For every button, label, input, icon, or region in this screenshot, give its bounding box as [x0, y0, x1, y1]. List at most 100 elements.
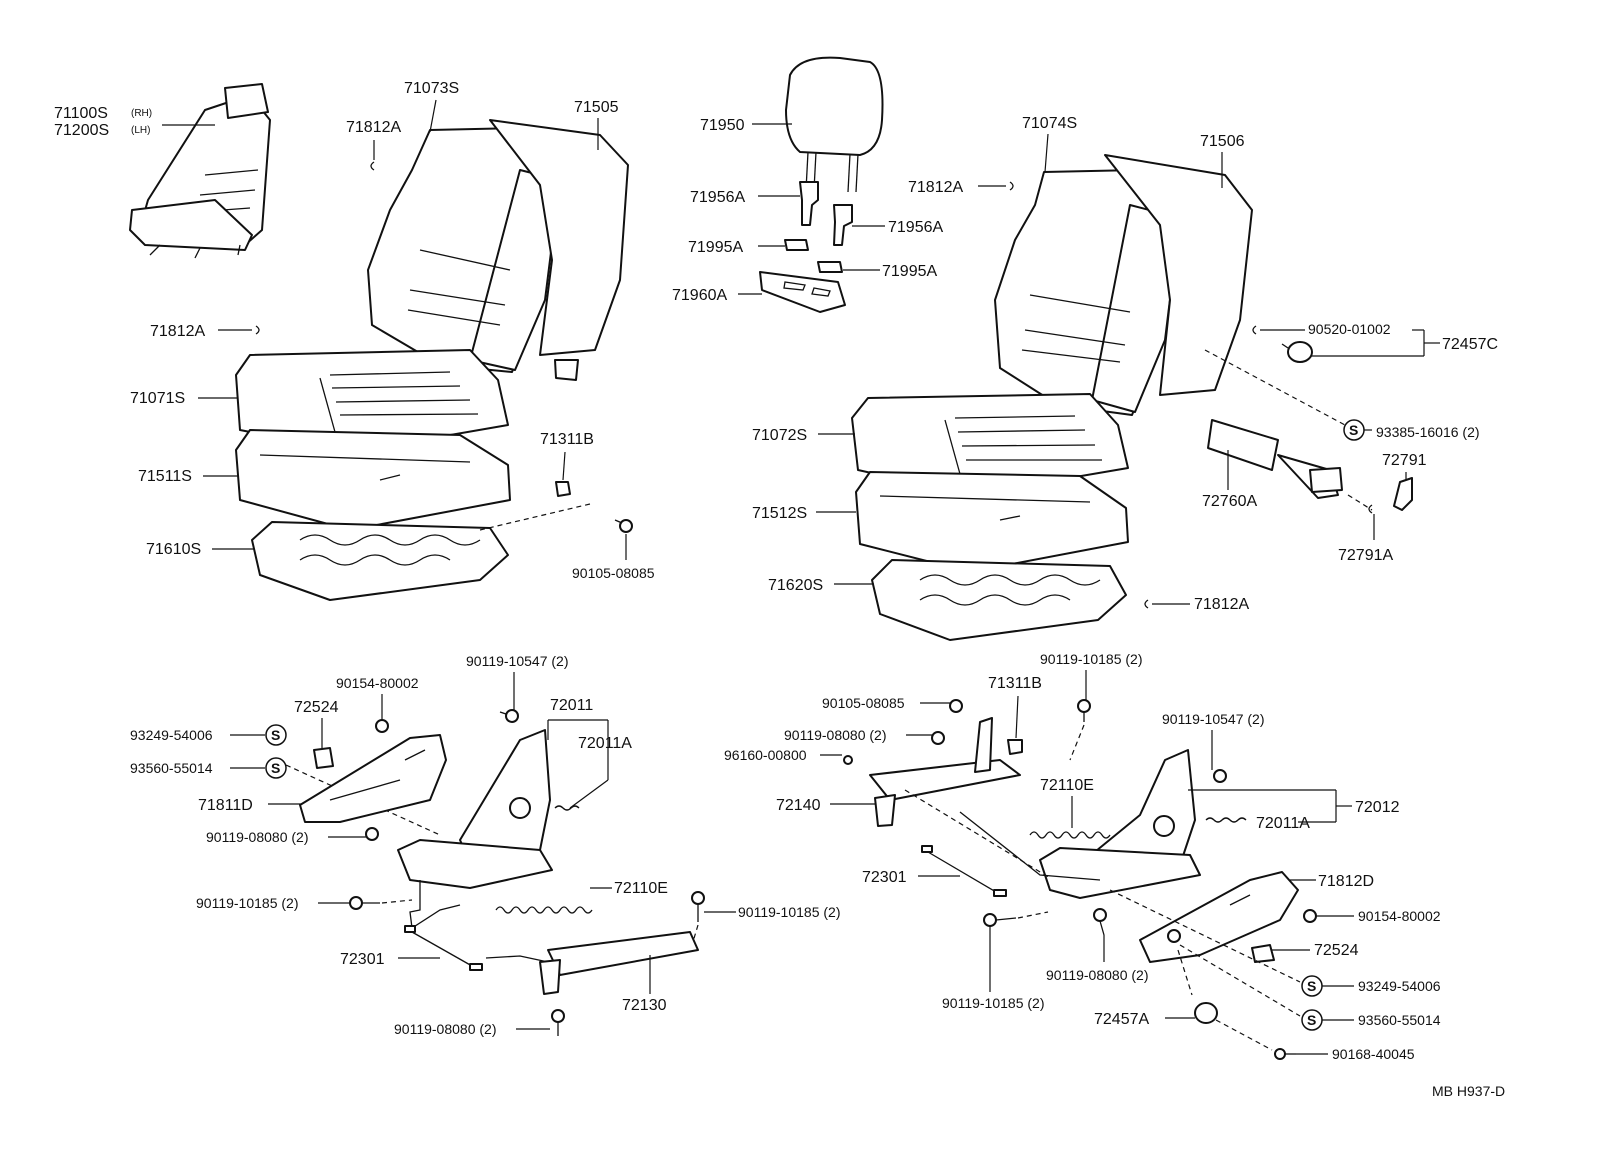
label-96160-00800: 96160-00800 [724, 747, 807, 763]
bolt-90119-10185-right-top [1077, 699, 1091, 722]
recliner-cover-71811D [299, 734, 447, 823]
svg-text:S: S [1349, 422, 1358, 438]
bolt-90119-08080-right-b [1093, 908, 1107, 936]
label-71995A-1: 71995A [688, 239, 743, 256]
label-72011A-1: 72011A [578, 735, 632, 752]
label-72524-2: 72524 [1314, 942, 1359, 959]
label-90119-10547-2: 90119-10547 (2) [1162, 711, 1264, 727]
bolt-90105-08085-right [949, 699, 963, 713]
label-72110E-2: 72110E [1040, 777, 1094, 794]
label-72524-1: 72524 [294, 699, 339, 716]
svg-text:S: S [1307, 1012, 1316, 1028]
label-71512S: 71512S [752, 505, 807, 522]
label-90520-01002: 90520-01002 [1308, 321, 1391, 337]
label-71950: 71950 [700, 117, 745, 134]
label-71812A-4: 71812A [1194, 596, 1249, 613]
bolt-90119-08080-left [365, 827, 379, 841]
label-72011A-2: 72011A [1256, 815, 1310, 832]
label-72130: 72130 [622, 997, 667, 1014]
label-90154-80002-2: 90154-80002 [1358, 908, 1441, 924]
s-symbol-93560-right: S [1301, 1009, 1323, 1031]
label-71811D: 71811D [198, 797, 253, 814]
label-71071S: 71071S [130, 390, 185, 407]
label-90168-40045: 90168-40045 [1332, 1046, 1415, 1062]
label-71995A-2: 71995A [882, 263, 937, 280]
label-72760A: 72760A [1202, 493, 1257, 510]
headrest-support-71956A-right [833, 204, 853, 246]
label-90154-80002-1: 90154-80002 [336, 675, 419, 691]
recliner-72011 [397, 729, 553, 930]
seat-cushion-frame-right [871, 559, 1127, 641]
clip-71995A-left [784, 239, 809, 251]
label-93385-16016: 93385-16016 (2) [1376, 424, 1480, 440]
svg-text:S: S [271, 760, 280, 776]
bolt-90154-80002-left [375, 719, 389, 733]
label-72301-1: 72301 [340, 951, 385, 968]
label-90119-10547-1: 90119-10547 (2) [466, 653, 568, 669]
label-93249-54006-2: 93249-54006 [1358, 978, 1441, 994]
s-symbol-93560-left: S [265, 757, 287, 779]
bolt-90119-08080-left-b [551, 1009, 565, 1036]
headrest [785, 56, 884, 193]
label-93560-55014-2: 93560-55014 [1358, 1012, 1441, 1028]
label-71100S: 71100S [54, 105, 108, 122]
headrest-bezel-71960A [759, 271, 846, 313]
label-lh: (LH) [131, 125, 150, 136]
svg-text:S: S [1307, 978, 1316, 994]
label-90119-08080-4: 90119-08080 (2) [1046, 967, 1148, 983]
label-90119-10185-1: 90119-10185 (2) [196, 895, 298, 911]
s-symbol-93249-left: S [265, 724, 287, 746]
part-72524-left [313, 747, 334, 769]
cable-72301-left [404, 925, 483, 971]
label-90105-08085-1: 90105-08085 [572, 565, 655, 581]
label-90119-10185-4: 90119-10185 (2) [942, 995, 1044, 1011]
seatback-cover-right [994, 169, 1181, 416]
label-72110E-1: 72110E [614, 880, 668, 897]
seat-cushion-pad-left [235, 429, 511, 531]
label-72140: 72140 [776, 797, 821, 814]
label-90119-10185-3: 90119-10185 (2) [1040, 651, 1142, 667]
label-71311B-2: 71311B [988, 675, 1042, 692]
bolt-90154-80002-right [1303, 909, 1317, 923]
label-93560-55014-1: 93560-55014 [130, 760, 213, 776]
label-71200S: 71200S [54, 122, 109, 139]
label-90119-08080-2: 90119-08080 (2) [394, 1021, 496, 1037]
label-72011: 72011 [550, 697, 593, 714]
label-72457C: 72457C [1442, 336, 1498, 353]
recliner-knob-72457C [1281, 341, 1313, 363]
label-71311B-1: 71311B [540, 431, 594, 448]
headrest-support-71956A-left [799, 181, 819, 226]
recliner-cover-71812D [1139, 871, 1299, 963]
belt-buckle-72760A [1207, 419, 1343, 499]
label-90119-08080-1: 90119-08080 (2) [206, 829, 308, 845]
bolt-90119-08080-right-a [931, 731, 945, 745]
adjuster-72140 [869, 717, 1021, 827]
recliner-knob-72457A [1194, 1002, 1218, 1024]
screw-90168-40045 [1274, 1048, 1296, 1060]
track-72130 [485, 931, 699, 995]
label-rh: (RH) [131, 108, 152, 119]
bolt-90119-10185-right-b [983, 913, 1017, 927]
seatback-frame-right [1104, 154, 1253, 396]
label-71072S: 71072S [752, 427, 807, 444]
label-93249-54006-1: 93249-54006 [130, 727, 213, 743]
spring-72110E-left [495, 906, 593, 914]
label-72791A: 72791A [1338, 547, 1393, 564]
part-72524-right [1251, 944, 1275, 963]
seat-assembly-thumbnail [129, 83, 271, 259]
s-symbol-93249-right: S [1301, 975, 1323, 997]
bolt-90119-10185-left-a [349, 896, 380, 910]
seatback-frame-left [489, 119, 629, 381]
clip-71995A-right [817, 261, 843, 273]
label-71610S: 71610S [146, 541, 201, 558]
cable-72301-right [921, 845, 1007, 897]
label-71956A-1: 71956A [690, 189, 745, 206]
label-72012: 72012 [1355, 799, 1400, 816]
seat-cushion-frame-left [251, 521, 509, 601]
seat-cushion-pad-right [855, 471, 1129, 573]
recliner-72012 [1039, 749, 1201, 899]
part-71311B-right [1007, 739, 1023, 755]
bolt-90119-10547-right [1213, 769, 1227, 783]
label-71812D: 71812D [1318, 873, 1374, 890]
